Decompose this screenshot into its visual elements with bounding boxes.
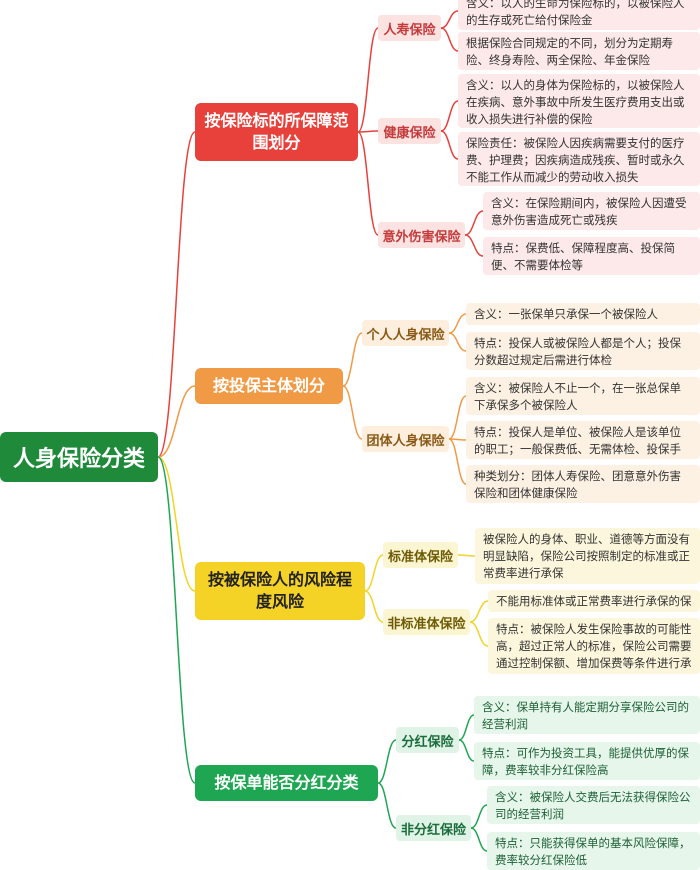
connector-child-leaf xyxy=(448,313,467,334)
connector-child-leaf xyxy=(470,804,488,829)
connector-branch-child xyxy=(342,332,363,387)
leaf-standard-definition: 被保险人的身体、职业、道德等方面没有明显缺陷，保险公司按照制定的标准或正常费率进… xyxy=(475,528,700,584)
node-nonparticipating-insurance[interactable]: 非分红保险 xyxy=(396,815,471,841)
connector-child-leaf xyxy=(440,27,459,52)
leaf-accident-features: 特点：保费低、保障程度高、投保简便、不需要体检等 xyxy=(483,237,700,275)
branch-coverage-scope[interactable]: 按保险标的所保障范围划分 xyxy=(195,103,358,161)
connector-child-leaf xyxy=(457,554,476,557)
connector-child-leaf xyxy=(458,739,475,762)
branch-dividend[interactable]: 按保单能否分红分类 xyxy=(195,765,378,801)
leaf-participating-features: 特点：可作为投资工具，能提供优厚的保障，费率较非分红保险高 xyxy=(474,742,700,780)
connector-child-leaf xyxy=(464,234,484,257)
node-individual-insurance[interactable]: 个人人身保险 xyxy=(362,320,449,346)
leaf-substandard-features: 特点：被保险人发生保险事故的可能性高，超过正常人的标准，保险公司需要通过控制保额… xyxy=(488,618,700,674)
connector-child-leaf xyxy=(440,130,459,160)
leaf-group-definition: 含义：被保险人不止一个，在一张总保单下承保多个被保险人 xyxy=(466,377,700,415)
connector-branch-child xyxy=(377,782,397,829)
branch-risk-level[interactable]: 按被保险人的风险程度风险 xyxy=(195,562,365,620)
leaf-life-definition: 含义：以人的生命为保险标的，以被保险人的生存或死亡给付保险金 xyxy=(458,0,700,30)
connector-child-leaf xyxy=(448,332,467,352)
connector-root-branch xyxy=(157,131,196,458)
root-node[interactable]: 人身保险分类 xyxy=(0,432,158,482)
leaf-group-features: 特点：投保人是单位、被保险人是该单位的职工；一般保费低、无需体检、投保手续简便 xyxy=(466,421,700,459)
connector-child-leaf xyxy=(448,395,467,440)
leaf-group-types: 种类划分：团体人寿保险、团意意外伤害保险和团体健康保险 xyxy=(466,465,700,503)
node-participating-insurance[interactable]: 分红保险 xyxy=(396,727,459,753)
connector-branch-child xyxy=(364,590,384,623)
leaf-nonparticipating-features: 特点：只能获得保单的基本风险保障，费率较分红保险低 xyxy=(487,832,700,870)
connector-branch-child xyxy=(342,385,363,440)
connector-root-branch xyxy=(157,456,196,592)
leaf-individual-features: 特点：投保人或被保险人都是个人；投保分数超过规定后需进行体检 xyxy=(466,332,700,370)
connector-child-leaf xyxy=(440,100,459,132)
connector-child-leaf xyxy=(464,210,484,236)
leaf-life-types: 根据保险合同规定的不同，划分为定期寿险、终身寿险、两全保险、年金保险 xyxy=(458,32,700,70)
branch-policyholder[interactable]: 按投保主体划分 xyxy=(195,368,343,404)
connector-child-leaf xyxy=(469,600,489,623)
connector-child-leaf xyxy=(469,621,489,647)
leaf-health-definition: 含义：以人的身体为保险标的，以被保险人在疾病、意外事故中所发生医疗费用支出或收入… xyxy=(458,74,700,128)
node-standard-insurance[interactable]: 标准体保险 xyxy=(383,542,458,568)
connector-root-branch xyxy=(157,456,196,784)
connector-branch-child xyxy=(357,131,379,236)
connector-child-leaf xyxy=(470,827,488,852)
connector-root-branch xyxy=(157,385,196,458)
leaf-participating-definition: 含义：保单持有人能定期分享保险公司的经营利润 xyxy=(474,696,700,734)
node-substandard-insurance[interactable]: 非标准体保险 xyxy=(383,609,470,635)
leaf-substandard-definition: 不能用标准体或正常费率进行承保的保险 xyxy=(488,590,700,612)
node-health-insurance[interactable]: 健康保险 xyxy=(378,118,441,144)
leaf-accident-definition: 含义：在保险期间内，被保险人因遭受意外伤害造成死亡或残疾 xyxy=(483,192,700,230)
node-life-insurance[interactable]: 人寿保险 xyxy=(378,15,441,41)
connector-child-leaf xyxy=(448,438,467,485)
connector-branch-child xyxy=(357,130,379,133)
leaf-individual-definition: 含义：一张保单只承保一个被保险人 xyxy=(466,303,700,325)
leaf-health-liability: 保险责任：被保险人因疾病需要支付的医疗费、护理费；因疾病造成残疾、暂时或永久不能… xyxy=(458,132,700,186)
connector-child-leaf xyxy=(440,10,459,29)
connector-branch-child xyxy=(377,739,397,784)
node-group-insurance[interactable]: 团体人身保险 xyxy=(362,426,449,452)
node-accident-insurance[interactable]: 意外伤害保险 xyxy=(378,222,465,248)
connector-branch-child xyxy=(357,27,379,133)
connector-child-leaf xyxy=(458,714,475,741)
connector-branch-child xyxy=(364,554,384,592)
leaf-nonparticipating-definition: 含义：被保险人交费后无法获得保险公司的经营利润 xyxy=(487,786,700,824)
